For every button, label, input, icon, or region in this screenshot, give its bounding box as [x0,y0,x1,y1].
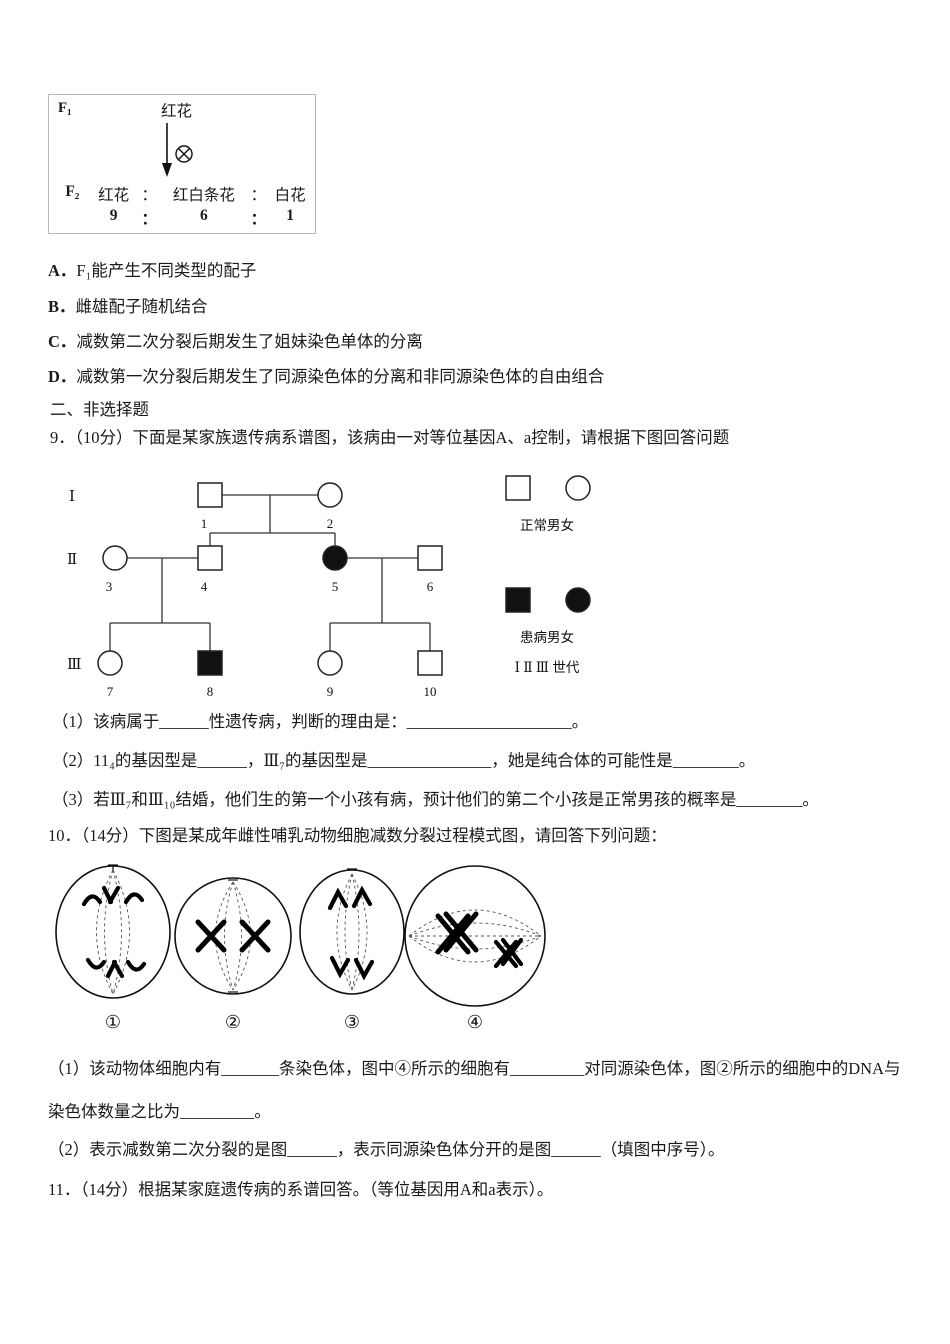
f1-generation-label: F₁ [58,100,72,116]
pedigree-connecting-lines [109,494,431,651]
ratio-colon: ： [141,187,158,204]
option-c-text: 减数第二次分裂后期发生了姐妹染色单体的分离 [76,332,423,351]
ratio-colon: ： [250,187,267,204]
meiosis-cell-3 [299,868,405,995]
cell-label-2: ② [225,1012,241,1032]
q10-stem: 10．（14分）下图是某成年雌性哺乳动物细胞减数分裂过程模式图，请回答下列问题： [48,826,667,845]
q11-stem: 11．（14分）根据某家庭遗传病的系谱回答。（等位基因用A和a表示）。 [48,1180,554,1199]
option-a: A．F₁能产生不同类型的配子 [48,257,256,281]
pedigree-individual-8-affected-male [197,650,223,676]
pedigree-number-3: 3 [106,579,113,594]
f2-ratio-3: 1 [286,207,295,224]
pedigree-number-8: 8 [207,684,214,699]
option-c-label: C． [48,332,77,351]
ratio-row-spacer [53,207,87,229]
cross-diagram: F₁ 红花 F₂ 红花 ： 红白条花 ： 白花 9 ： 6 ： 1 [48,94,316,234]
option-d-text: 减数第一次分裂后期发生了同源染色体的分离和非同源染色体的自由组合 [76,367,605,386]
pedigree-number-9: 9 [327,684,334,699]
meiosis-diagram: ① ② ③ ④ [55,864,546,1032]
pedigree-number-1: 1 [201,516,208,531]
option-d: D．减数第一次分裂后期发生了同源染色体的分离和非同源染色体的自由组合 [48,363,604,387]
pedigree-individual-5-affected-female [322,545,348,571]
cell-label-1: ① [105,1012,121,1032]
pedigree-legend: 正常男女 患病男女 Ⅰ Ⅱ Ⅲ 世代 [505,475,591,675]
legend-normal-label: 正常男女 [520,517,574,533]
pedigree-individual-7-normal-female [97,650,123,676]
legend-normal-male-icon [505,475,531,501]
option-b-label: B． [48,297,76,316]
ratio-colon: ： [141,211,158,228]
f2-phenotype-3: 白花 [274,187,306,204]
q9-sub1: （1）该病属于______性遗传病，判断的理由是：_______________… [52,712,589,731]
chromosomes-cell-2 [195,919,271,953]
q10-sub2: （2）表示减数第二次分裂的是图______，表示同源染色体分开的是图______… [48,1140,725,1159]
pedigree-number-6: 6 [427,579,434,594]
option-a-text: F₁能产生不同类型的配子 [76,261,257,280]
legend-generations-label: Ⅰ Ⅱ Ⅲ 世代 [515,660,580,675]
f2-generation-label: F₂ [65,183,80,200]
pedigree-individual-6-normal-male [417,545,443,571]
self-cross-otimes-icon [175,145,193,163]
q10-sub1: （1）该动物体细胞内有_______条染色体，图中④所示的细胞有________… [48,1059,901,1121]
generation-label-3: Ⅲ [67,657,81,673]
f2-phenotype-1: 红花 [98,187,130,204]
f2-ratio-row: 9 ： 6 ： 1 [53,207,313,229]
q9-sub2: （2）11₄的基因型是______，Ⅲ₇的基因型是_______________… [52,751,756,770]
f2-ratio-1: 9 [109,207,118,224]
ratio-colon: ： [250,211,267,228]
q9-stem: 9．（10分）下面是某家族遗传病系谱图，该病由一对等位基因A、a控制，请根据下图… [50,428,730,447]
meiosis-cell-2 [174,877,292,995]
meiosis-cell-4 [404,865,546,1007]
legend-affected-label: 患病男女 [520,629,574,645]
chromosomes-cell-4 [435,911,479,955]
q9-sub3: （3）若Ⅲ₇和Ⅲ₁₀结婚，他们生的第一个小孩有病，预计他们的第二个小孩是正常男孩… [52,790,819,809]
option-b: B．雌雄配子随机结合 [48,293,208,317]
cell-label-3: ③ [344,1012,360,1032]
pedigree-individual-4-normal-male [197,545,223,571]
pedigree-individual-1-normal-male [197,482,223,508]
pedigree-individual-10-normal-male [417,650,443,676]
self-cross-arrow [162,123,193,177]
pedigree-chart: Ⅰ Ⅱ Ⅲ 1 2 3 4 5 6 7 8 9 10 [67,475,591,699]
pedigree-individual-9-normal-female [317,650,343,676]
f1-phenotype: 红花 [161,103,193,120]
pedigree-number-5: 5 [332,579,339,594]
legend-affected-male-icon [505,587,531,613]
generation-label-1: Ⅰ [69,489,75,505]
meiosis-cell-1 [55,864,171,999]
pedigree-number-10: 10 [424,684,437,699]
pedigree-individual-2-normal-female [317,482,343,508]
f2-phenotype-row: F₂ 红花 ： 红白条花 ： 白花 [53,183,313,205]
pedigree-individual-3-normal-female [102,545,128,571]
option-a-label: A． [48,261,77,280]
chromosomes-cell-1 [81,885,147,979]
legend-affected-female-icon [565,587,591,613]
section-title: 二、非选择题 [50,400,149,419]
pedigree-number-7: 7 [107,684,114,699]
f2-phenotype-2: 红白条花 [172,187,235,204]
pedigree-number-4: 4 [201,579,208,594]
option-d-label: D． [48,367,77,386]
legend-normal-female-icon [565,475,591,501]
option-b-text: 雌雄配子随机结合 [75,297,208,316]
chromosomes-cell-4-small [493,937,524,969]
chromosomes-cell-3 [327,885,375,981]
pedigree-number-2: 2 [327,516,334,531]
generation-label-2: Ⅱ [67,552,77,568]
option-c: C．减数第二次分裂后期发生了姐妹染色单体的分离 [48,328,423,352]
cell-label-4: ④ [467,1012,483,1032]
f2-ratio-2: 6 [199,207,208,224]
